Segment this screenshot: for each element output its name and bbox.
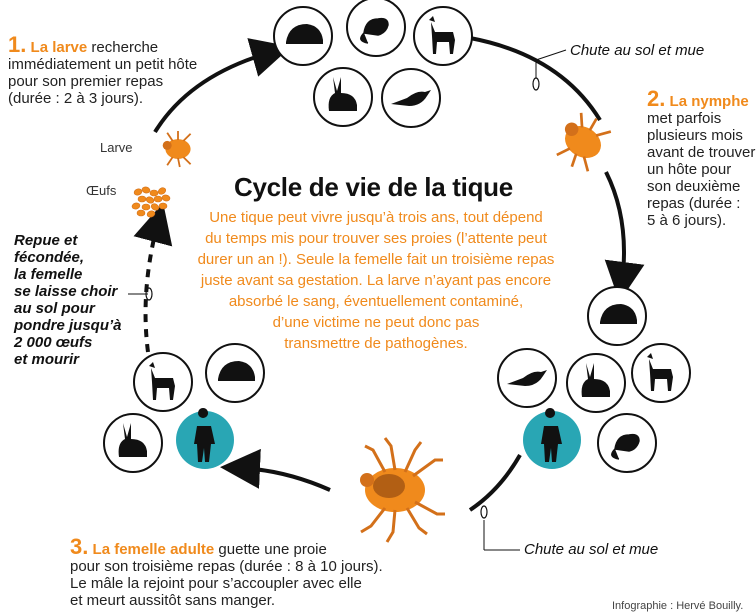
- stage1-line: pour son premier repas: [8, 73, 164, 90]
- label-larve: Larve: [100, 140, 133, 155]
- stage2-number: 2.: [647, 86, 666, 111]
- host-mouse-top: [346, 0, 406, 57]
- chute-top-marker: [532, 77, 540, 91]
- chute-top-label: Chute au sol et mue: [570, 42, 705, 59]
- credit: Infographie : Hervé Bouilly.: [612, 600, 744, 612]
- host-human-left: [176, 408, 234, 469]
- cycle-arc-bottom-left: [220, 448, 331, 492]
- intro-line: du temps mis pour trouver ses proies (l’…: [205, 230, 547, 247]
- host-rabbit-right: [566, 353, 626, 413]
- rabbit-icon: [581, 363, 610, 397]
- stage2-line: repas (durée :: [647, 195, 741, 212]
- stage3-line: pour son troisième repas (durée : 8 à 10…: [70, 558, 383, 575]
- host-bird-top: [381, 68, 441, 128]
- stage3-line: Le mâle la rejoint pour s’accoupler avec…: [70, 575, 362, 592]
- repue-marker: [145, 287, 153, 301]
- repue-line: Repue et: [14, 232, 78, 249]
- repue-line: et mourir: [14, 351, 80, 368]
- host-deer-left: [133, 352, 193, 412]
- mouse-icon: [360, 17, 389, 44]
- stage3-name: La femelle adulte: [92, 541, 215, 558]
- host-rabbit-left: [103, 413, 163, 473]
- stage1-text-first: recherche: [91, 39, 159, 56]
- stage1-number: 1.: [8, 32, 27, 57]
- stage1-line: immédiatement un petit hôte: [8, 56, 198, 73]
- host-deer-right: [631, 343, 691, 403]
- human-icon: [194, 408, 215, 462]
- deer-icon: [647, 353, 673, 391]
- hedgehog-icon: [286, 24, 323, 44]
- host-human-right: [523, 408, 581, 469]
- repue-line: la femelle: [14, 266, 83, 283]
- deer-icon: [149, 362, 175, 400]
- repue-line: fécondée,: [14, 249, 85, 266]
- stage1-name: La larve: [30, 39, 88, 56]
- label-oeufs: Œufs: [86, 183, 117, 198]
- larva-tick-icon: [161, 130, 192, 168]
- stage1-line: (durée : 2 à 3 jours).: [8, 90, 144, 107]
- chute-bottom-label: Chute au sol et mue: [524, 541, 659, 558]
- stage3-line: et meurt aussitôt sans manger.: [70, 592, 276, 609]
- deer-icon: [429, 16, 455, 54]
- repue-block: Repue et fécondée, la femelle se laisse …: [14, 232, 132, 368]
- stage2-block: 2. La nymphe met parfois plusieurs mois …: [647, 88, 756, 230]
- stage2-line: avant de trouver: [647, 144, 756, 161]
- eggs-icon: [131, 186, 171, 218]
- rabbit-icon: [328, 77, 357, 111]
- hedgehog-icon: [218, 361, 255, 381]
- repue-line: se laisse choir: [14, 283, 118, 300]
- repue-line: au sol pour: [14, 300, 95, 317]
- cycle-arc-top-left: [153, 38, 292, 134]
- cycle-arc-right: [604, 171, 645, 302]
- cycle-arc-left-dashed: [133, 202, 173, 353]
- nymph-tick-icon: [548, 105, 615, 177]
- intro-line: d’une victime ne peut donc pas: [272, 314, 480, 331]
- repue-line: pondre jusqu’à: [14, 317, 122, 334]
- cycle-arc-bottom-right: [468, 454, 522, 512]
- cycle-arc-top-right: [469, 36, 602, 122]
- intro-line: transmettre de pathogènes.: [284, 335, 468, 352]
- adult-tick-icon: [360, 437, 445, 543]
- host-hedgehog-left: [205, 343, 265, 403]
- stage3-number: 3.: [70, 534, 89, 559]
- stage2-line: un hôte pour: [647, 161, 732, 178]
- intro-block: Une tique peut vivre jusqu’à trois ans, …: [196, 207, 556, 354]
- stage3-text-first: guette une proie: [218, 541, 327, 558]
- stage2-line: 5 à 6 jours).: [647, 212, 727, 229]
- host-hedgehog-right: [587, 286, 647, 346]
- rabbit-icon: [118, 423, 147, 457]
- mouse-icon: [611, 433, 640, 460]
- chute-top-leader: [535, 49, 567, 61]
- intro-line: juste avant sa gestation. La larve n’aya…: [200, 272, 552, 289]
- host-deer-top: [413, 6, 473, 66]
- host-mouse-right: [597, 413, 657, 473]
- repue-line: 2 000 œufs: [14, 334, 93, 351]
- hedgehog-icon: [600, 304, 637, 324]
- intro-line: absorbé le sang, éventuellement contamin…: [228, 293, 524, 310]
- stage2-line: son deuxième: [647, 178, 741, 195]
- intro-line: durer un an !). Seule la femelle fait un…: [197, 251, 555, 268]
- bird-icon: [507, 370, 547, 386]
- stage2-name: La nymphe: [669, 93, 749, 110]
- stage2-line: met parfois: [647, 110, 722, 127]
- page-title: Cycle de vie de la tique: [234, 172, 513, 202]
- host-bird-right: [497, 348, 557, 408]
- intro-line: Une tique peut vivre jusqu’à trois ans, …: [209, 209, 543, 226]
- stage3-block: 3. La femelle adulte guette une proie po…: [70, 536, 470, 610]
- stage2-line: plusieurs mois: [647, 127, 743, 144]
- host-rabbit-top: [313, 67, 373, 127]
- host-hedgehog-top: [273, 6, 333, 66]
- bird-icon: [391, 90, 431, 106]
- human-icon: [541, 408, 562, 462]
- stage1-block: 1. La larve recherche immédiatement un p…: [8, 34, 238, 108]
- chute-bottom-marker: [480, 505, 488, 519]
